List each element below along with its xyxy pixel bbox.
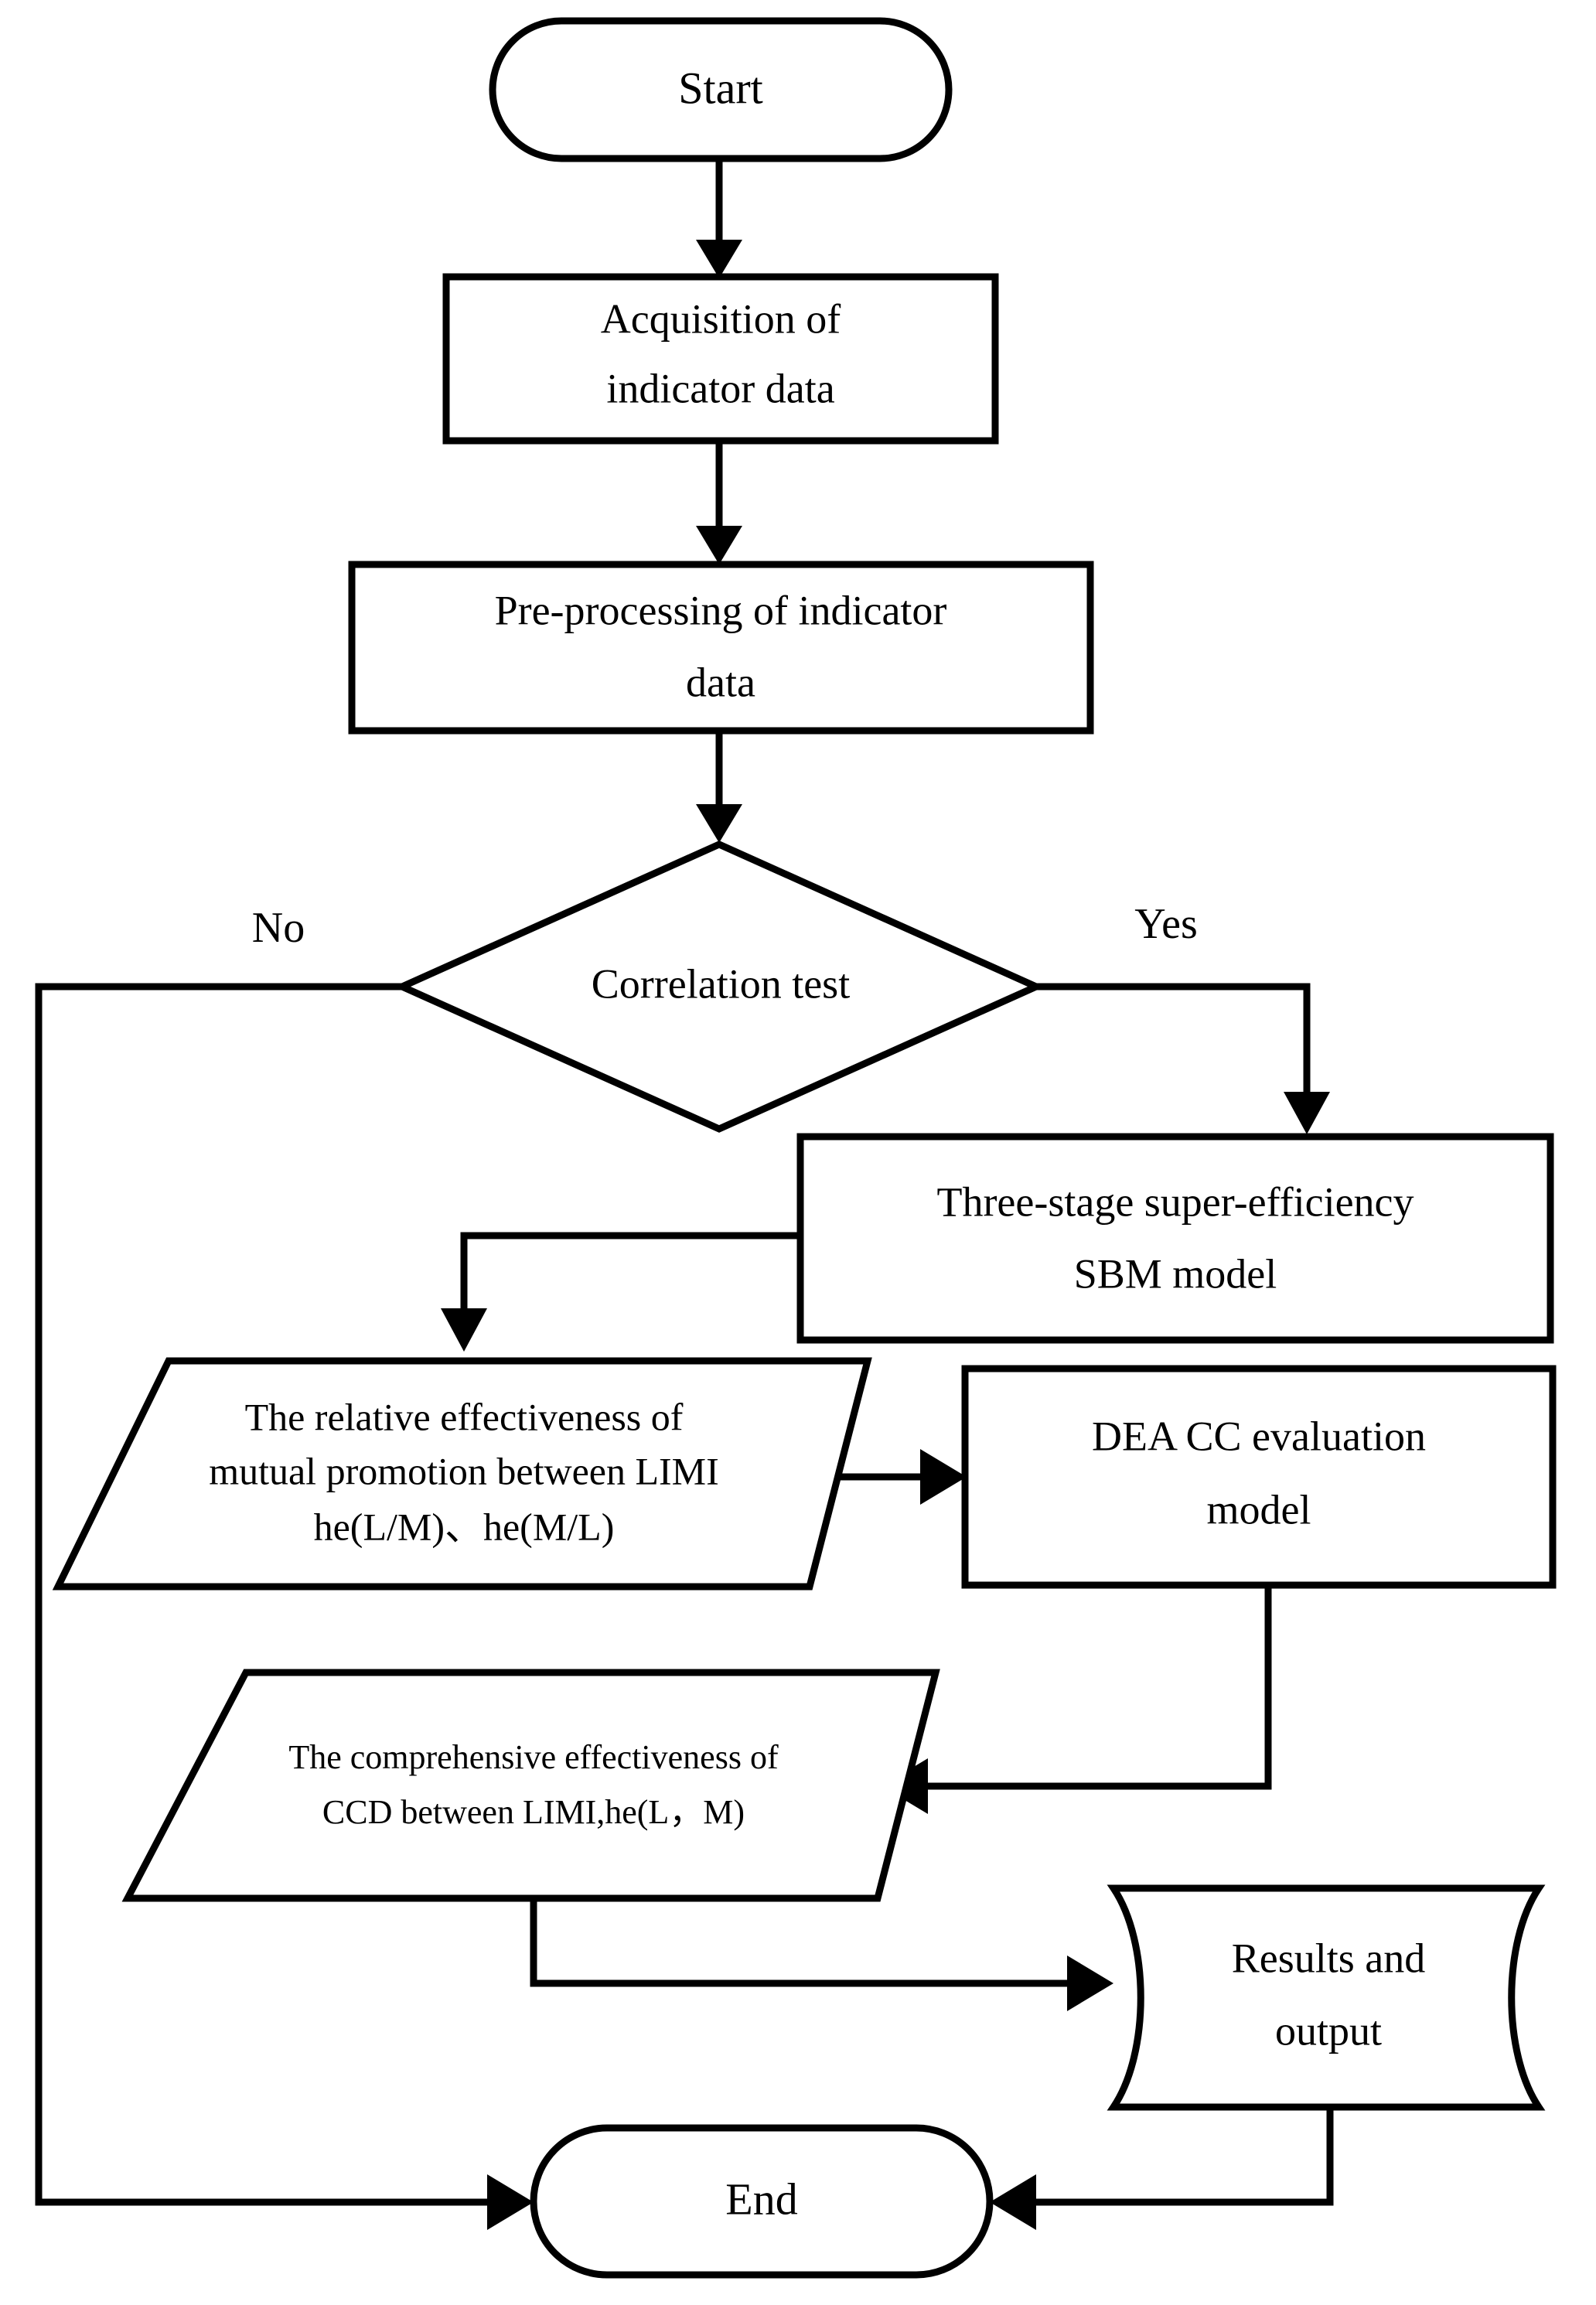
preprocessing-shape — [348, 561, 1094, 735]
end-shape — [530, 2124, 994, 2279]
decision-label: Correlation test — [592, 960, 850, 1007]
edge-preprocessing-to-decision — [696, 731, 742, 843]
relative-label-line2: mutual promotion between LIMI — [209, 1449, 719, 1492]
dea-label-line1: DEA CC evaluation — [1092, 1413, 1426, 1459]
edge-dea-to-comprehensive — [882, 1585, 1272, 1814]
node-comprehensive-effectiveness[interactable]: The comprehensive effectiveness of CCD b… — [121, 1669, 940, 1902]
decision-shape — [394, 841, 1045, 1133]
comprehensive-shape — [121, 1669, 940, 1902]
node-sbm-model[interactable]: Three-stage super-efficiency SBM model — [796, 1133, 1554, 1344]
relative-label-line1: The relative effectiveness of — [245, 1395, 684, 1438]
edge-comprehensive-to-results — [530, 1898, 1113, 2011]
sbm-label-line1: Three-stage super-efficiency — [936, 1178, 1414, 1225]
node-preprocessing[interactable]: Pre-processing of indicator data — [348, 561, 1094, 735]
node-acquisition[interactable]: Acquisition of indicator data — [442, 273, 999, 445]
preprocessing-label-line1: Pre-processing of indicator — [495, 587, 947, 633]
acquisition-label-line1: Acquisition of — [601, 295, 841, 342]
results-label-line2: output — [1275, 2007, 1382, 2054]
node-end[interactable]: End — [530, 2124, 994, 2279]
acquisition-shape — [442, 273, 999, 445]
results-label-line1: Results and — [1232, 1935, 1426, 1981]
end-label: End — [725, 2174, 797, 2224]
edge-relative-to-dea — [835, 1449, 967, 1505]
edge-start-to-acquisition — [696, 159, 742, 278]
sbm-label-line2: SBM model — [1074, 1250, 1277, 1297]
branch-label-no: No — [252, 904, 305, 952]
node-decision-correlation-test[interactable]: Correlation test — [394, 841, 1045, 1133]
acquisition-label-line2: indicator data — [606, 365, 834, 411]
results-shape — [1107, 1884, 1546, 2111]
relative-shape — [52, 1357, 872, 1591]
node-start[interactable]: Start — [489, 17, 953, 162]
comprehensive-label-line1: The comprehensive effectiveness of — [288, 1738, 779, 1776]
node-results-output[interactable]: Results and output — [1107, 1884, 1546, 2111]
edge-decision-yes-to-sbm — [1036, 983, 1330, 1134]
relative-label-line3: he(L/M)、he(M/L) — [314, 1505, 615, 1548]
dea-label-line2: model — [1207, 1486, 1311, 1533]
sbm-shape — [796, 1133, 1554, 1344]
edge-acquisition-to-preprocessing — [696, 441, 742, 564]
edge-decision-no-to-end — [35, 983, 534, 2230]
dea-shape — [961, 1365, 1557, 1589]
comprehensive-label-line2: CCD between LIMI,he(L，M) — [322, 1793, 745, 1831]
start-label: Start — [678, 63, 763, 113]
node-dea-model[interactable]: DEA CC evaluation model — [961, 1365, 1557, 1589]
node-relative-effectiveness[interactable]: The relative effectiveness of mutual pro… — [52, 1357, 872, 1591]
preprocessing-label-line2: data — [686, 659, 755, 705]
branch-label-yes: Yes — [1134, 900, 1197, 948]
edge-results-to-end — [990, 2107, 1334, 2230]
edge-sbm-to-relative — [441, 1232, 800, 1352]
start-shape — [489, 17, 953, 162]
